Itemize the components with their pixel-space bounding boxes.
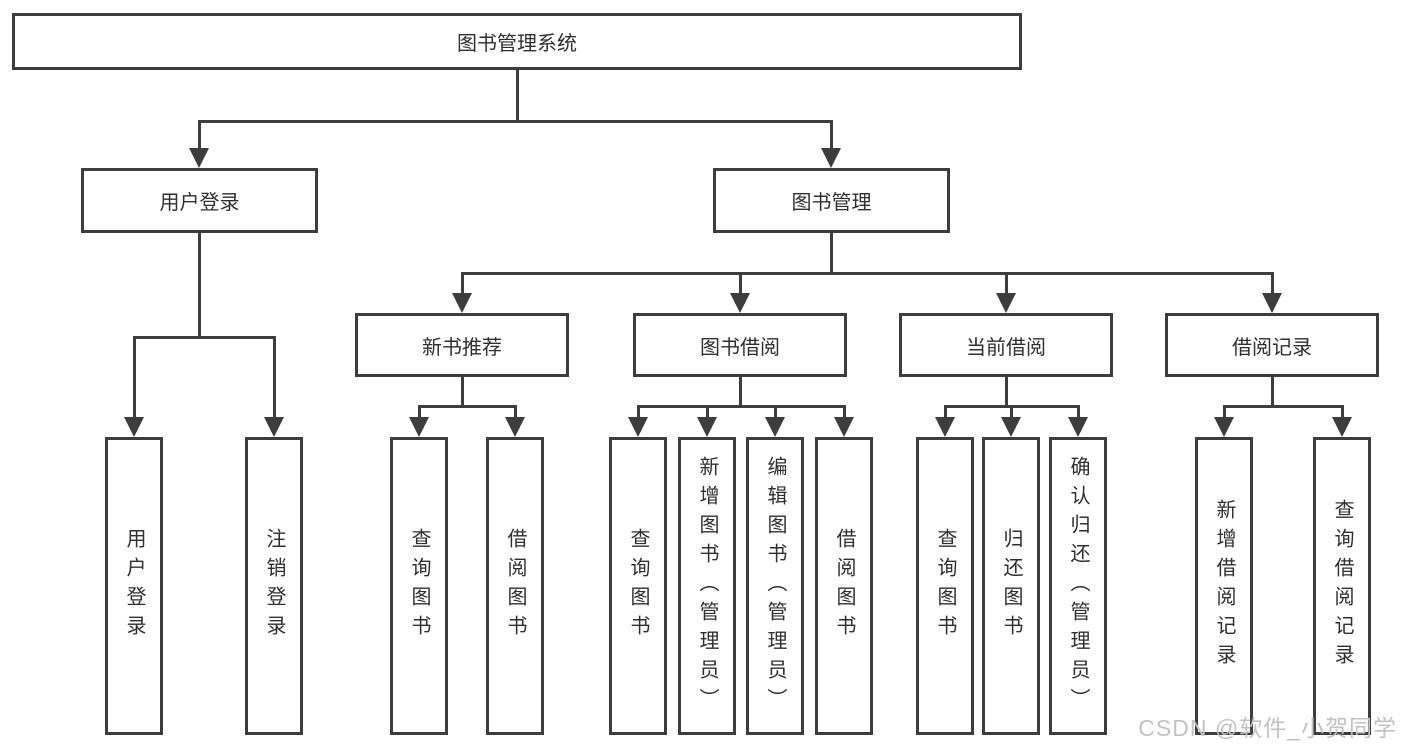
arrow-down-icon [996,293,1016,313]
node-library-system: 图书管理系统 [12,13,1022,70]
connector-leaf-stub [843,405,846,420]
arrow-down-icon [765,417,785,437]
arrow-down-icon [1001,417,1021,437]
connector-leaf-stub [1010,405,1013,420]
connector-root-vertical [516,69,519,120]
arrow-down-icon [730,293,750,313]
connector-borrow-stub [739,272,742,296]
leaf-edit-book-admin: 编辑图书（管理员） [746,437,804,735]
connector-current-vertical [1005,377,1008,405]
arrow-down-icon [834,417,854,437]
leaf-user-login: 用户登录 [105,437,163,735]
leaf-return-book: 归还图书 [982,437,1040,735]
connector-manage-vertical [830,233,833,272]
arrow-down-icon [452,293,472,313]
node-book-borrow: 图书借阅 [633,313,847,377]
connector-current-stub [1005,272,1008,296]
leaf-query-borrow-record: 查询借阅记录 [1313,437,1371,735]
arrow-down-icon [628,417,648,437]
connector-leaf-stub [637,405,640,420]
connector-level3-horizontal [461,272,1274,275]
leaf-query-book-borrow: 查询图书 [609,437,667,735]
arrow-down-icon [1214,417,1234,437]
connector-leaf-stub [418,405,421,420]
connector-level2-horizontal [198,120,833,123]
connector-borrow-vertical [739,377,742,405]
connector-user-login-stub [198,120,201,150]
connector-leaf-stub [1077,405,1080,420]
leaf-query-book-current: 查询图书 [916,437,974,735]
node-borrow-records: 借阅记录 [1165,313,1379,377]
arrow-down-icon [505,417,525,437]
connector-login-leaf1-stub [133,336,136,420]
connector-leaf-stub [944,405,947,420]
connector-login-horizontal [133,336,276,339]
watermark: CSDN @软件_小贺同学 [1138,715,1397,741]
arrow-down-icon [697,417,717,437]
connector-leaf-stub [706,405,709,420]
arrow-down-icon [1068,417,1088,437]
arrow-down-icon [264,417,284,437]
connector-leaf-stub [514,405,517,420]
connector-leaf-stub [1223,405,1226,420]
connector-newbook-horizontal [418,405,517,408]
leaf-add-book-admin: 新增图书（管理员） [678,437,736,735]
leaf-logout-login: 注销登录 [245,437,303,735]
node-current-borrow: 当前借阅 [899,313,1113,377]
connector-newbook-stub [461,272,464,296]
connector-leaf-stub [774,405,777,420]
leaf-query-book-newbook: 查询图书 [390,437,448,735]
arrow-down-icon [935,417,955,437]
node-user-login: 用户登录 [81,168,318,233]
connector-records-vertical [1271,377,1274,405]
arrow-down-icon [821,148,841,168]
connector-login-leaf2-stub [273,336,276,420]
leaf-borrow-book: 借阅图书 [815,437,873,735]
leaf-confirm-return-admin: 确认归还（管理员） [1049,437,1107,735]
arrow-down-icon [1332,417,1352,437]
leaf-add-borrow-record: 新增借阅记录 [1195,437,1253,735]
node-new-book-recommend: 新书推荐 [355,313,569,377]
arrow-down-icon [189,148,209,168]
arrow-down-icon [409,417,429,437]
connector-book-manage-stub [830,120,833,150]
arrow-down-icon [1262,293,1282,313]
connector-login-vertical [198,233,201,336]
connector-newbook-vertical [461,377,464,405]
leaf-borrow-book-newbook: 借阅图书 [486,437,544,735]
connector-records-horizontal [1223,405,1344,408]
connector-records-stub [1271,272,1274,296]
arrow-down-icon [124,417,144,437]
node-book-management: 图书管理 [713,168,950,233]
connector-borrow-horizontal [637,405,846,408]
connector-leaf-stub [1341,405,1344,420]
